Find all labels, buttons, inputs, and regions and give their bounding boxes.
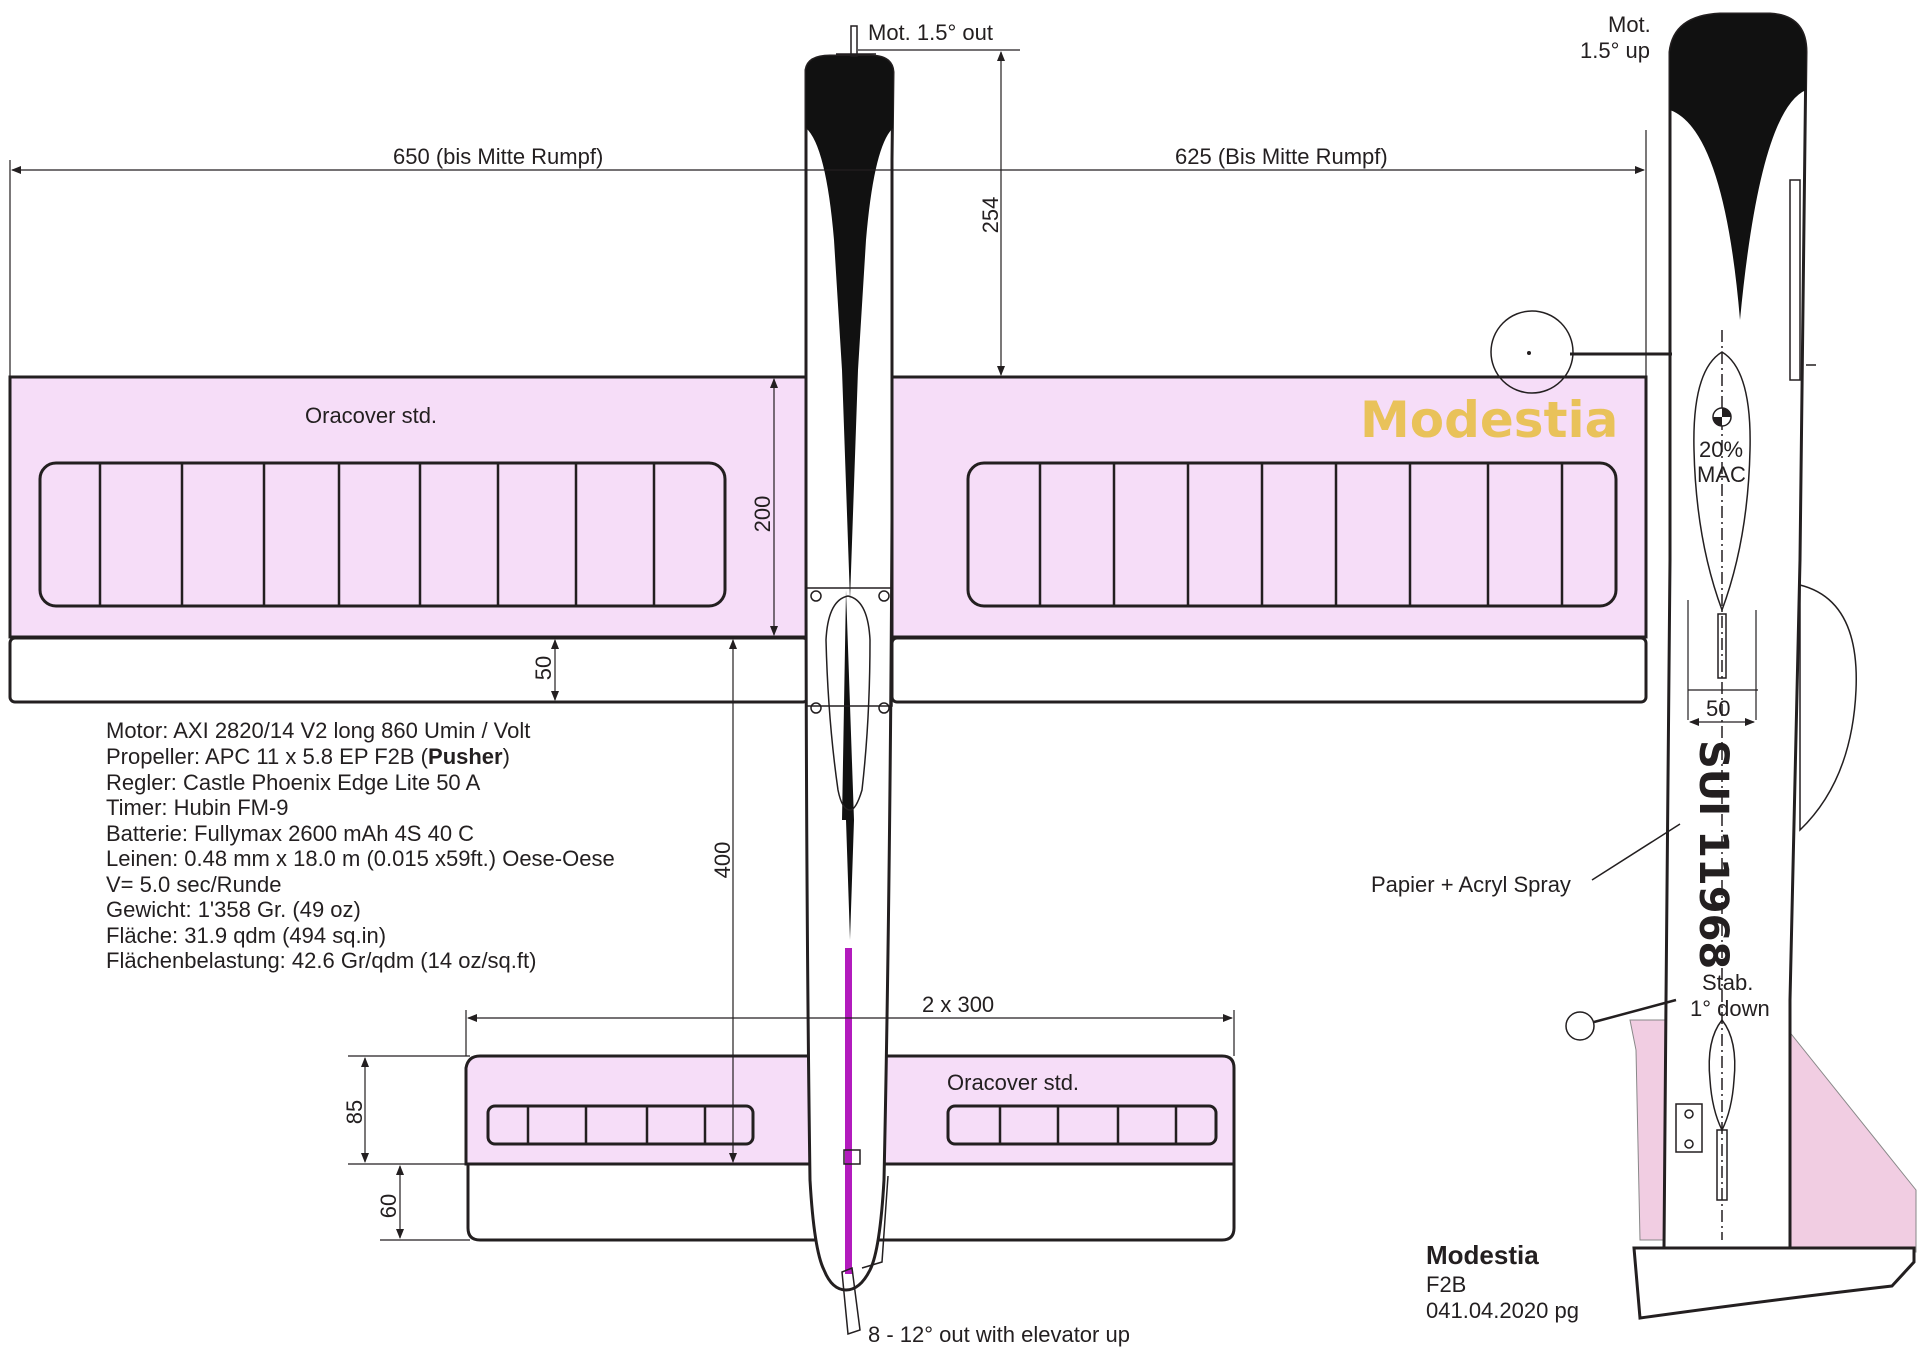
tail-plate (1675, 1103, 1703, 1153)
spec-timer: Timer: Hubin FM-9 (106, 795, 289, 820)
flap-horn-side (1717, 613, 1727, 679)
nose-to-wing-dimension: 254 (978, 51, 1005, 376)
cg-width-dimension: 50 (1687, 600, 1758, 726)
spec-flaechenbelastung: Flächenbelastung: 42.6 Gr/qdm (14 oz/sq.… (106, 948, 536, 973)
left-stab-ribs (526, 1106, 707, 1144)
left-wing-panel (8, 375, 810, 639)
elevator-side (1716, 1129, 1728, 1201)
motor-side-line1: Mot. (1608, 12, 1651, 37)
fuselage-top (804, 25, 895, 1336)
stab-angle-line2: 1° down (1690, 996, 1770, 1021)
stab-covering-label: Oracover std. (947, 1070, 1079, 1095)
title-name: Modestia (1426, 1240, 1539, 1270)
stab-span-dimension: 2 x 300 (465, 992, 1235, 1056)
right-wing-ribs (1038, 463, 1564, 606)
pushrod (845, 948, 852, 1274)
cg-line2: MAC (1697, 462, 1746, 487)
title-block: Modestia F2B 041.04.2020 pg (1426, 1240, 1579, 1323)
spec-gewicht: Gewicht: 1'358 Gr. (49 oz) (106, 897, 361, 922)
cg-line1: 20% (1699, 437, 1743, 462)
cg-width-label: 50 (1706, 696, 1730, 721)
spec-batterie: Batterie: Fullymax 2600 mAh 4S 40 C (106, 821, 474, 846)
span-dimension-left: 650 (bis Mitte Rumpf) (9, 144, 846, 377)
wing-covering-label: Oracover std. (305, 403, 437, 428)
side-view: 50 20% MAC SUI 11968 Stab. 1° down Mot. … (1371, 12, 1917, 1320)
spec-propeller: Propeller: APC 11 x 5.8 EP F2B (Pusher) (106, 744, 510, 769)
brand-name: Modestia (1360, 391, 1618, 449)
horn (843, 1149, 861, 1165)
elevator-chord-label: 60 (376, 1194, 401, 1218)
paper-spray-label: Papier + Acryl Spray (1371, 872, 1571, 897)
left-span-label: 650 (bis Mitte Rumpf) (393, 144, 603, 169)
motor-offset-top: Mot. 1.5° out (868, 20, 993, 45)
wing-chord-dimension: 200 (750, 378, 778, 636)
left-wing-ribs (98, 463, 656, 606)
spec-regler: Regler: Castle Phoenix Edge Lite 50 A (106, 770, 481, 795)
title-class: F2B (1426, 1272, 1466, 1297)
fin-base (1632, 1246, 1916, 1320)
right-stab-ribs-frame (946, 1104, 1218, 1146)
wing-profile-side (1693, 351, 1751, 613)
title-date: 041.04.2020 pg (1426, 1298, 1579, 1323)
left-stab-ribs-frame (486, 1104, 755, 1146)
wing-chord-label: 200 (750, 496, 775, 533)
stab-chord-label: 85 (342, 1100, 367, 1124)
wing-to-stab-label: 400 (710, 842, 735, 879)
tail-leadout (1565, 1011, 1595, 1041)
right-stab-ribs (998, 1106, 1178, 1144)
stab-angle-line1: Stab. (1702, 970, 1753, 995)
spec-motor: Motor: AXI 2820/14 V2 long 860 Umin / Vo… (106, 718, 530, 743)
rudder-note: 8 - 12° out with elevator up (868, 1322, 1130, 1347)
motor-mount-side (1789, 179, 1801, 381)
wing-to-stab-dimension: 400 (710, 637, 800, 1163)
motor-side-line2: 1.5° up (1580, 38, 1650, 63)
span-dimension-right: 625 (Bis Mitte Rumpf) (846, 130, 1647, 377)
flap-chord-dimension: 50 (531, 639, 559, 701)
spine-trim (842, 590, 854, 940)
nose-to-wing-label: 254 (978, 197, 1003, 234)
side-nose-trim (1670, 14, 1806, 320)
rudder-wire (841, 1266, 861, 1336)
left-wing-ribs-frame (38, 461, 727, 608)
right-wing-ribs-frame (966, 461, 1618, 608)
rudder-side-right (1779, 1018, 1917, 1253)
right-flap (890, 636, 1648, 704)
canopy-side (1799, 584, 1857, 832)
spec-leinen: Leinen: 0.48 mm x 18.0 m (0.015 x59ft.) … (106, 846, 615, 871)
spec-list: Motor: AXI 2820/14 V2 long 860 Umin / Vo… (106, 718, 615, 973)
elevator-chord-dimension: 60 (348, 1163, 470, 1241)
stab-chord-dimension: 85 (342, 1055, 470, 1163)
right-span-label: 625 (Bis Mitte Rumpf) (1175, 144, 1388, 169)
left-wing (8, 375, 810, 704)
flap-chord-label: 50 (531, 656, 556, 680)
canopy-top (825, 595, 871, 811)
left-flap (8, 636, 810, 704)
black-nose-trim (806, 56, 893, 600)
spec-speed: V= 5.0 sec/Runde (106, 872, 282, 897)
wing-mount-bolts (805, 587, 893, 714)
registration-mark: SUI 11968 (1690, 740, 1736, 969)
leadout-wheel (1490, 310, 1574, 394)
spec-flaeche: Fläche: 31.9 qdm (494 sq.in) (106, 923, 386, 948)
stab-span-label: 2 x 300 (922, 992, 994, 1017)
motor-shaft (850, 25, 858, 57)
